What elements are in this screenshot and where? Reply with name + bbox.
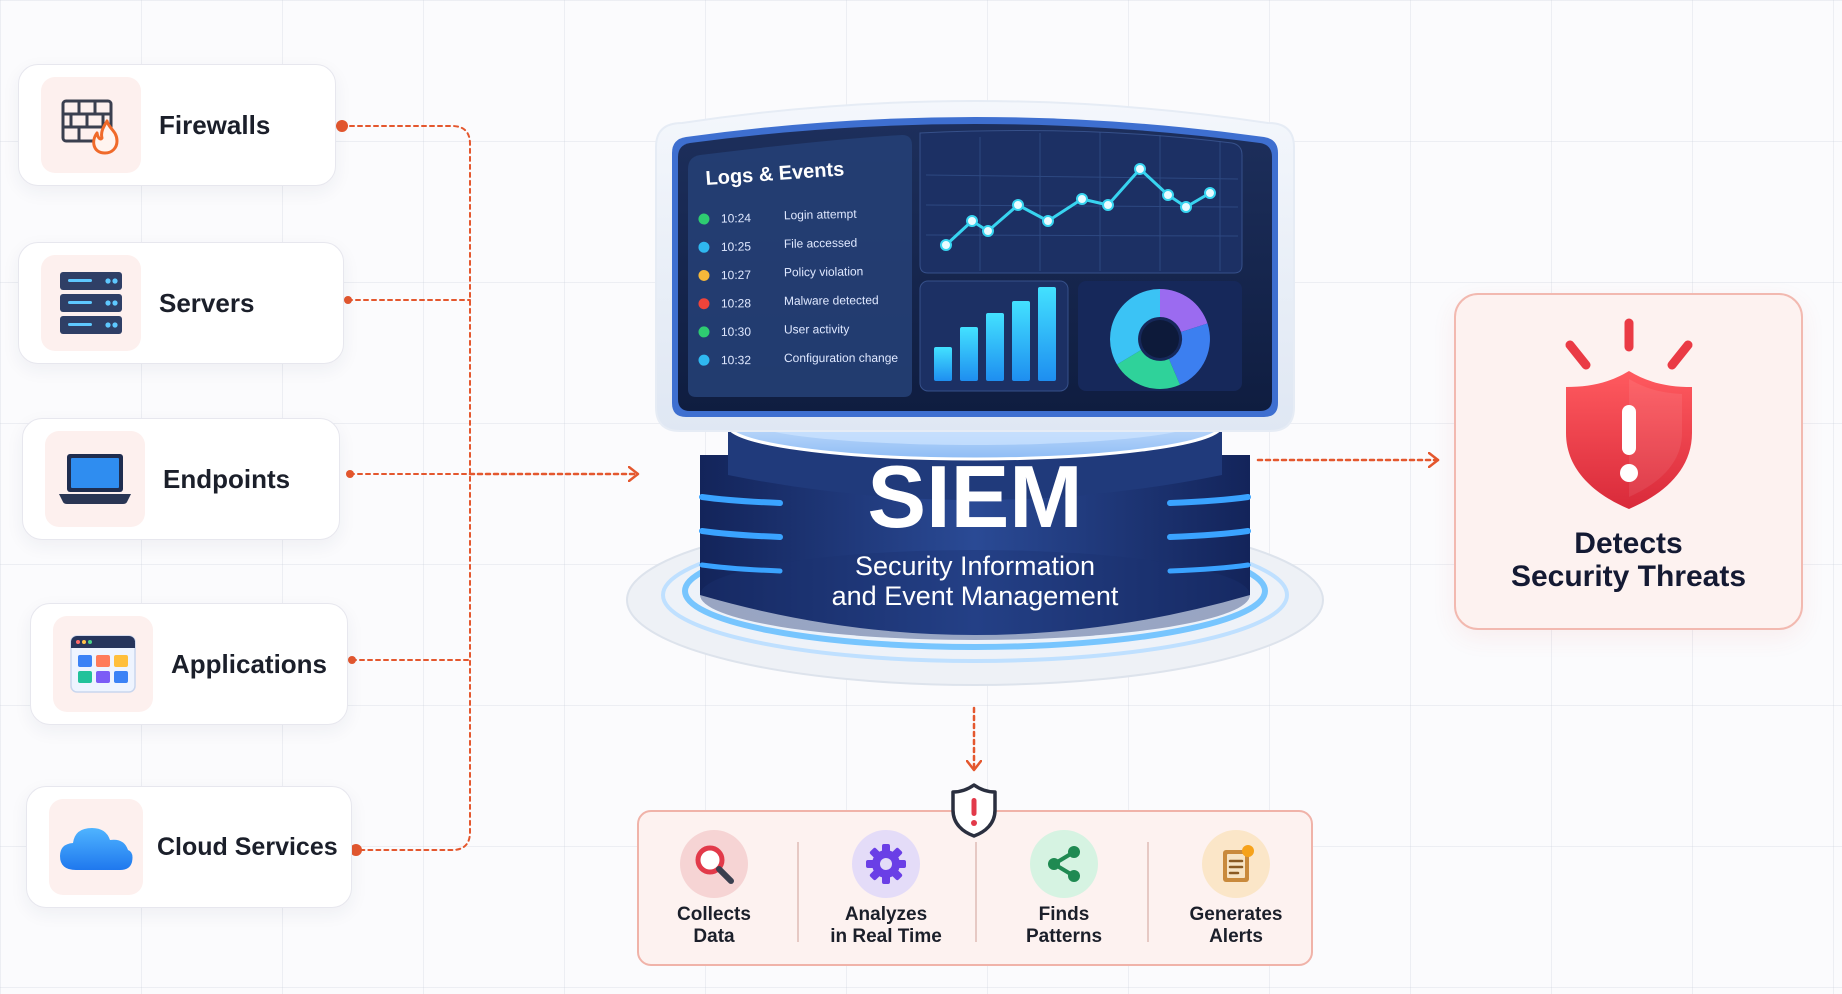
- source-card-endpoints: Endpoints: [22, 418, 340, 540]
- log-time: 10:24: [721, 211, 752, 226]
- firewall-icon: [41, 77, 141, 173]
- siem-functions-panel: Collects Data Analyzes in: [637, 810, 1313, 966]
- log-row: 10:28 Malware detected: [698, 293, 879, 311]
- threat-output-card: Detects Security Threats: [1454, 293, 1803, 630]
- siem-cylinder: [700, 455, 1250, 635]
- log-event: Policy violation: [784, 264, 864, 279]
- status-dot: [698, 354, 710, 366]
- siem-subtitle-line1: Security Information: [855, 551, 1095, 581]
- log-time: 10:30: [721, 325, 751, 339]
- source-label: Applications: [171, 648, 328, 679]
- log-event: User activity: [784, 322, 849, 336]
- connector-dot: [344, 296, 352, 304]
- source-label: Endpoints: [163, 463, 291, 494]
- function-label-line2: Data: [693, 926, 735, 947]
- magnifier-icon: [680, 830, 748, 898]
- function-label-line2: in Real Time: [830, 926, 942, 947]
- laptop-icon: [45, 431, 145, 527]
- divider: [1147, 842, 1149, 942]
- source-label: Firewalls: [159, 109, 271, 140]
- connector-firewalls: [341, 125, 471, 851]
- shield-alert-icon: [1565, 318, 1693, 509]
- function-label-line1: Generates: [1189, 904, 1283, 925]
- status-dot: [698, 213, 710, 225]
- function-label-line2: Patterns: [1025, 926, 1103, 947]
- logs-panel: [688, 135, 912, 397]
- siem-title: SIEM: [867, 447, 1082, 546]
- gear-icon: [852, 830, 920, 898]
- log-event: Malware detected: [784, 293, 879, 308]
- log-time: 10:25: [721, 239, 752, 254]
- function-label-line1: Finds: [1038, 904, 1090, 925]
- log-row: 10:32 Configuration change: [698, 351, 898, 367]
- function-finds-patterns: Finds Patterns: [989, 830, 1139, 948]
- log-time: 10:28: [721, 296, 751, 310]
- shield-alert-icon: [951, 783, 997, 838]
- server-icon: [41, 255, 141, 351]
- share-nodes-icon: [1030, 830, 1098, 898]
- source-card-applications: Applications: [30, 603, 348, 725]
- connector-dot: [346, 470, 354, 478]
- source-card-firewalls: Firewalls: [18, 64, 336, 186]
- log-time: 10:27: [721, 268, 752, 282]
- status-dot: [698, 269, 710, 281]
- source-label: Cloud Services: [157, 832, 338, 861]
- function-label-line2: Alerts: [1209, 926, 1263, 947]
- threat-title-line1: Detects: [1574, 527, 1683, 560]
- function-analyzes-in-real-time: Analyzes in Real Time: [811, 830, 961, 948]
- source-card-cloud-services: Cloud Services: [26, 786, 352, 908]
- source-card-servers: Servers: [18, 242, 344, 364]
- function-collects-data: Collects Data: [639, 830, 789, 948]
- siem-subtitle-line2: and Event Management: [832, 581, 1119, 611]
- log-row: 10:24 Login attempt: [698, 207, 857, 226]
- connector-dot: [348, 656, 356, 664]
- log-row: 10:27 Policy violation: [698, 264, 863, 282]
- function-generates-alerts: Generates Alerts: [1161, 830, 1311, 948]
- log-event: Configuration change: [784, 351, 898, 365]
- log-event: Login attempt: [784, 207, 858, 223]
- log-row: 10:25 File accessed: [698, 236, 858, 254]
- divider: [797, 842, 799, 942]
- cloud-icon: [49, 799, 143, 895]
- log-row: 10:30 User activity: [698, 322, 849, 339]
- status-dot: [698, 298, 710, 310]
- app-window-icon: [53, 616, 153, 712]
- status-dot: [698, 241, 710, 253]
- threat-title-line2: Security Threats: [1510, 560, 1747, 593]
- log-time: 10:32: [721, 353, 751, 367]
- source-label: Servers: [159, 287, 255, 318]
- function-label-line1: Collects: [677, 904, 751, 925]
- clipboard-alert-icon: [1202, 830, 1270, 898]
- status-dot: [698, 326, 710, 338]
- function-label-line1: Analyzes: [844, 904, 928, 925]
- log-event: File accessed: [784, 236, 858, 251]
- divider: [975, 842, 977, 942]
- connector-dot: [336, 120, 348, 132]
